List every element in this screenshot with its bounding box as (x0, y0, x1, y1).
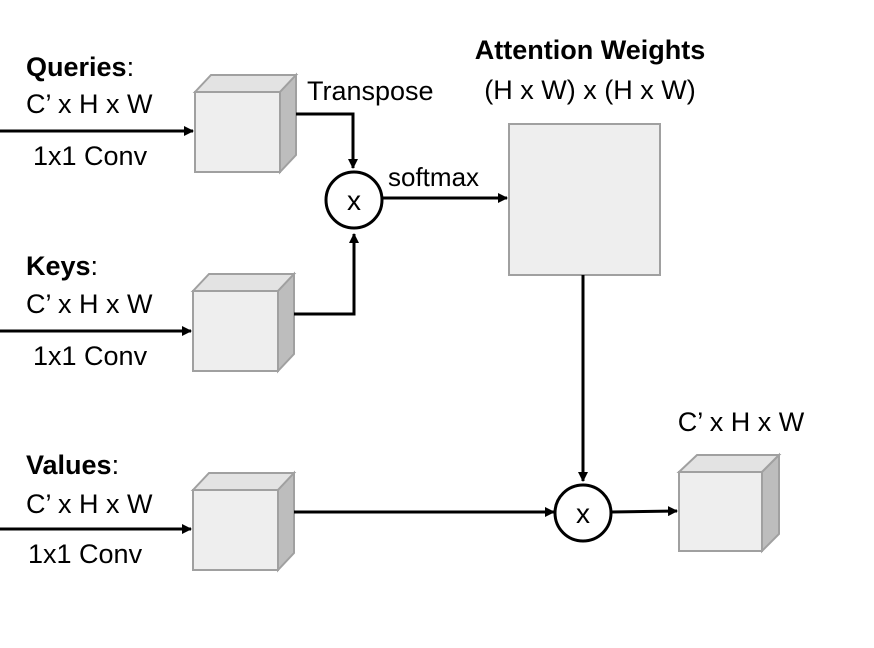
multiply-node-2: x (553, 483, 613, 543)
softmax-label: softmax (388, 162, 479, 192)
values-title: Values: (26, 450, 119, 480)
keys-conv-label: 1x1 Conv (33, 341, 148, 371)
multiply-2-symbol: x (576, 498, 590, 529)
output-cube (676, 452, 782, 554)
attention-dims: (H x W) x (H x W) (484, 75, 695, 105)
multiply-node-1: x (324, 170, 384, 230)
keys-title: Keys: (26, 251, 98, 281)
queries-to-multiply-connector (296, 112, 358, 169)
values-conv-label: 1x1 Conv (28, 539, 143, 569)
multiply-1-symbol: x (347, 185, 361, 216)
keys-to-multiply-connector (294, 233, 359, 316)
multiply-to-output-arrow (610, 506, 678, 517)
queries-conv-label: 1x1 Conv (33, 141, 148, 171)
queries-cube (192, 72, 299, 175)
queries-title: Queries: (26, 52, 134, 82)
keys-cube (190, 271, 297, 374)
transpose-label: Transpose (307, 76, 434, 106)
keys-dims: C’ x H x W (26, 289, 153, 319)
values-cube (190, 470, 297, 573)
output-dims: C’ x H x W (678, 407, 805, 437)
queries-dims: C’ x H x W (26, 89, 153, 119)
attention-weights-matrix (508, 123, 661, 276)
values-dims: C’ x H x W (26, 489, 153, 519)
attention-title: Attention Weights (475, 35, 705, 65)
